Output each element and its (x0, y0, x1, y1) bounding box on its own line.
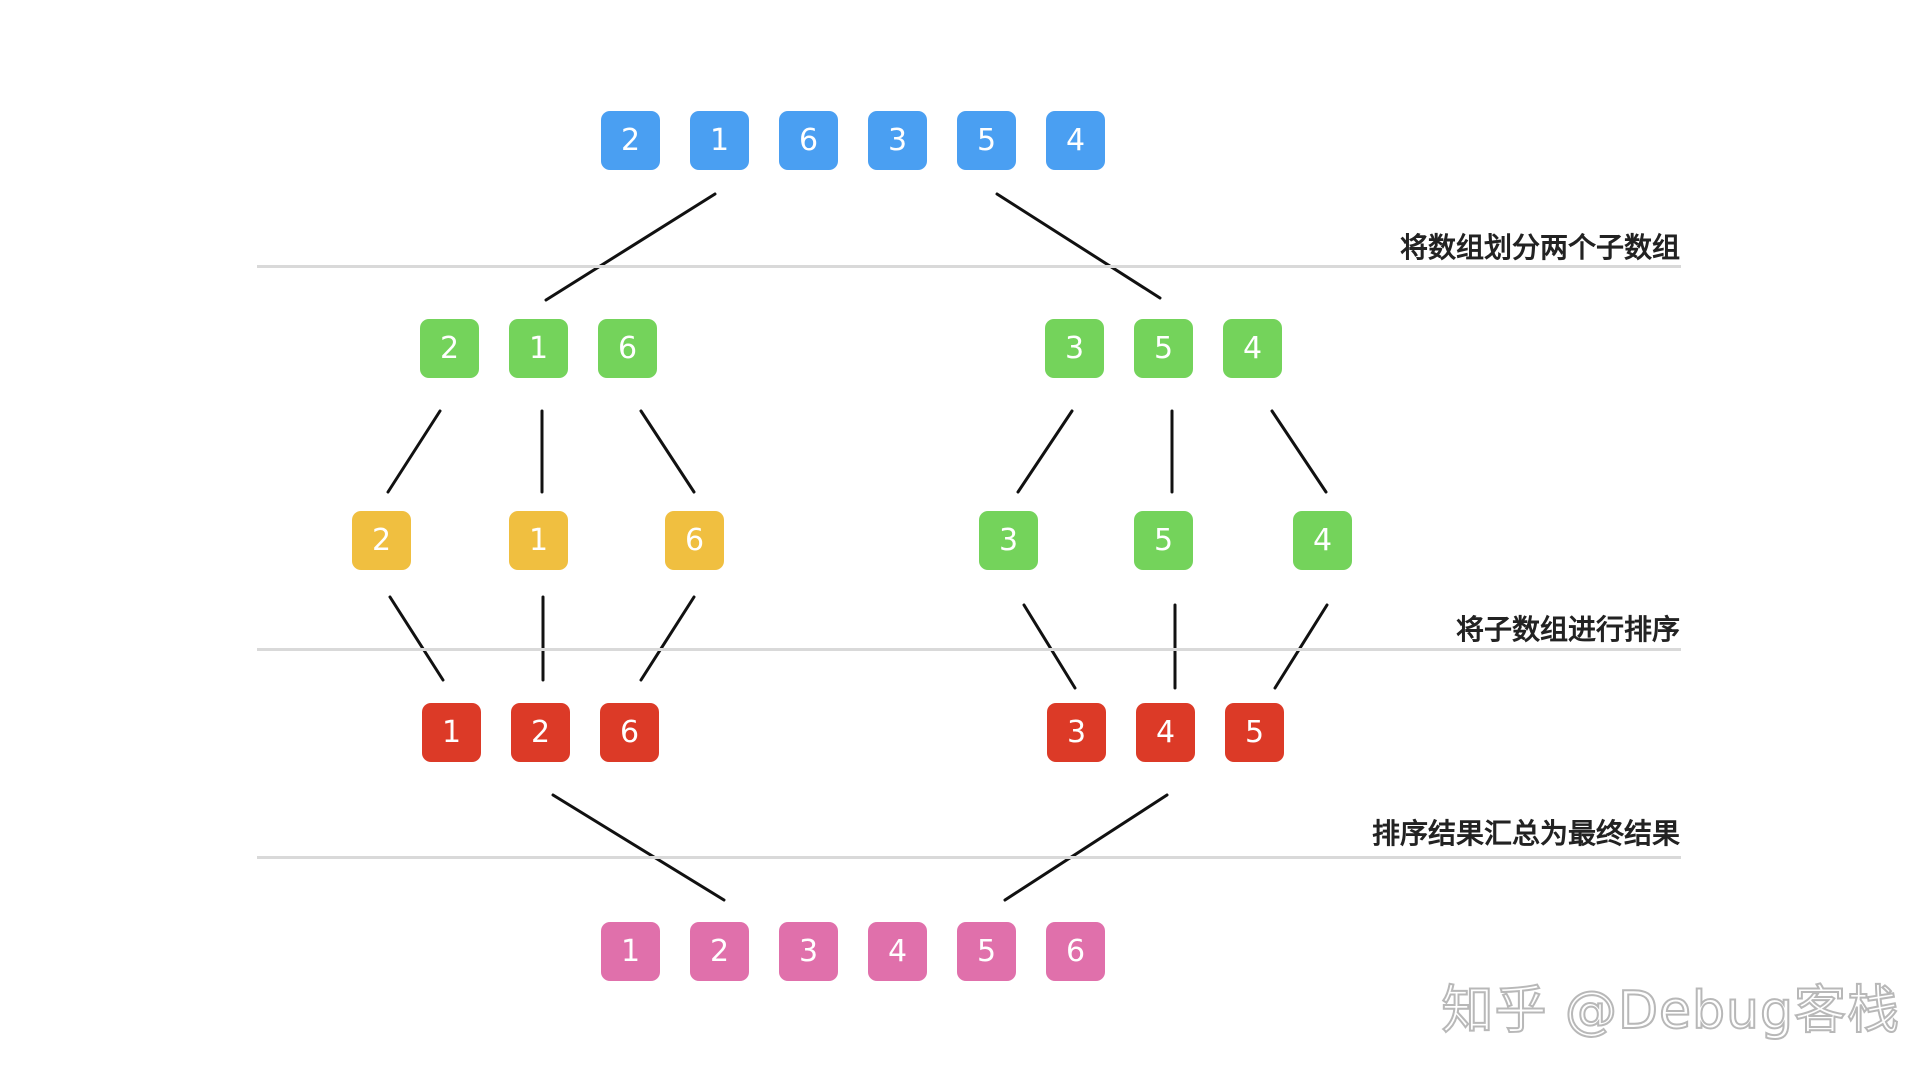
branch-connector (386, 409, 442, 494)
left-subarray-cell: 6 (598, 319, 657, 378)
divider-split (257, 265, 1681, 268)
branch-connector (1016, 409, 1074, 494)
merge-connector-right (1003, 793, 1169, 902)
left-sorted-cell: 2 (511, 703, 570, 762)
input-cell: 1 (690, 111, 749, 170)
sort-connector (1022, 603, 1077, 690)
input-cell: 6 (779, 111, 838, 170)
left-subarray-cell: 2 (420, 319, 479, 378)
right-sorted-cell: 3 (1047, 703, 1106, 762)
input-cell: 3 (868, 111, 927, 170)
right-subarray-cell: 4 (1223, 319, 1282, 378)
branch-connector (639, 409, 696, 494)
split-connector-right (995, 192, 1162, 300)
stage-label-sort: 将子数组进行排序 (1455, 613, 1680, 646)
right-subarray-cell: 3 (1045, 319, 1104, 378)
right-sorted-cell: 4 (1136, 703, 1195, 762)
sort-connector (388, 595, 445, 682)
input-cell: 2 (601, 111, 660, 170)
left-sorted-cell: 6 (600, 703, 659, 762)
result-cell: 4 (868, 922, 927, 981)
input-cell: 4 (1046, 111, 1105, 170)
sort-connector (639, 595, 696, 682)
sort-connector (1273, 603, 1329, 690)
right-single-cell: 3 (979, 511, 1038, 570)
left-single-cell: 2 (352, 511, 411, 570)
stage-label-merge: 排序结果汇总为最终结果 (1371, 817, 1680, 850)
result-cell: 3 (779, 922, 838, 981)
left-subarray-cell: 1 (509, 319, 568, 378)
branch-connector (1270, 409, 1328, 494)
right-single-cell: 4 (1293, 511, 1352, 570)
divider-sort (257, 648, 1681, 651)
stage-label-split: 将数组划分两个子数组 (1399, 231, 1680, 264)
left-sorted-cell: 1 (422, 703, 481, 762)
split-connector-left (544, 192, 717, 302)
divider-merge (257, 856, 1681, 859)
right-single-cell: 5 (1134, 511, 1193, 570)
right-subarray-cell: 5 (1134, 319, 1193, 378)
watermark-logo: 知乎 @Debug客栈 (1440, 980, 1900, 1042)
result-cell: 6 (1046, 922, 1105, 981)
result-cell: 1 (601, 922, 660, 981)
result-cell: 2 (690, 922, 749, 981)
left-single-cell: 6 (665, 511, 724, 570)
left-single-cell: 1 (509, 511, 568, 570)
result-cell: 5 (957, 922, 1016, 981)
input-cell: 5 (957, 111, 1016, 170)
right-sorted-cell: 5 (1225, 703, 1284, 762)
merge-connector-left (551, 793, 726, 902)
